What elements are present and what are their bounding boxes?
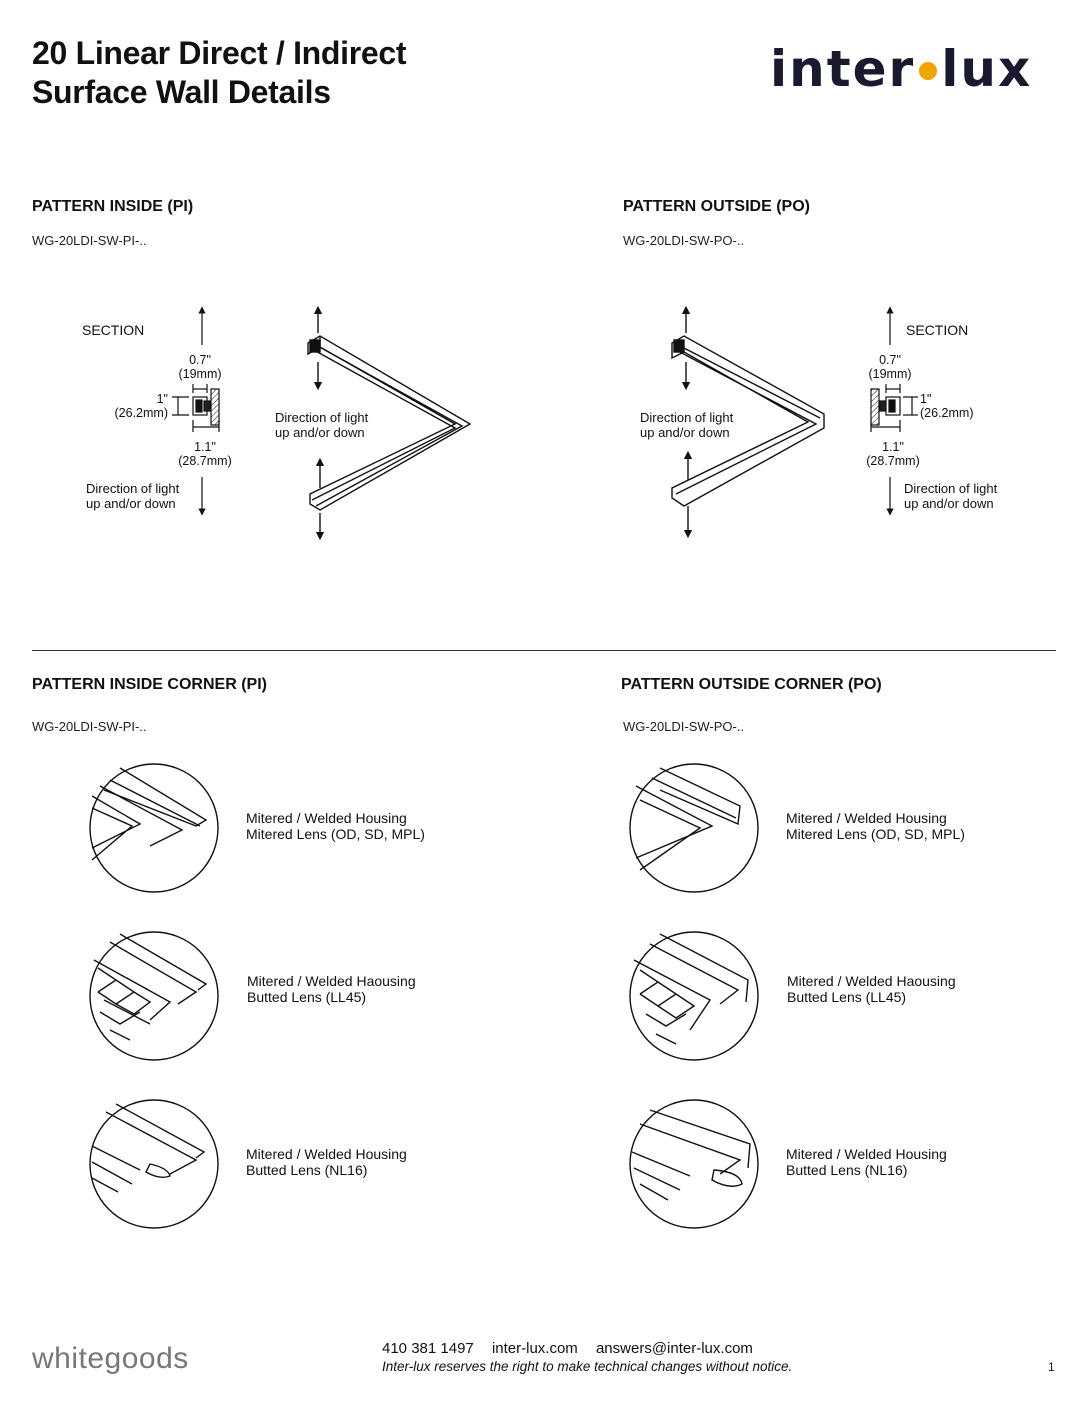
dim-width-left: 0.7" (19mm) bbox=[170, 353, 230, 381]
corner-detail-butted-lens-ll45-outside bbox=[629, 931, 759, 1061]
caption-line-1: Mitered / Welded Housing bbox=[786, 810, 947, 826]
direction-note-right-bottom: Direction of light up and/or down bbox=[904, 481, 997, 511]
direction-note-left-mid: Direction of light up and/or down bbox=[275, 410, 368, 440]
dim-width-right: 0.7" (19mm) bbox=[860, 353, 920, 381]
section-label-left: SECTION bbox=[82, 322, 145, 338]
logo-dot bbox=[919, 61, 938, 80]
dim-height-left: 1" (26.2mm) bbox=[100, 392, 168, 420]
direction-note-right-mid: Direction of light up and/or down bbox=[640, 410, 733, 440]
phone-number: 410 381 1497 bbox=[382, 1340, 474, 1357]
dim-width-mm: (19mm) bbox=[178, 367, 222, 381]
email-link[interactable]: answers@inter-lux.com bbox=[595, 1340, 753, 1357]
contact-line: 410 381 1497 inter-lux.com answers@inter… bbox=[382, 1340, 767, 1357]
caption-line-1: Mitered / Welded Housing bbox=[246, 810, 407, 826]
dim-height-mm: (26.2mm) bbox=[920, 406, 974, 420]
caption-line-2: Mitered Lens (OD, SD, MPL) bbox=[246, 826, 425, 842]
dim-height-mm: (26.2mm) bbox=[114, 406, 168, 420]
section-drawing-right bbox=[870, 306, 918, 516]
direction-line-1: Direction of light bbox=[86, 481, 180, 496]
dim-depth-in: 1.1" bbox=[194, 440, 216, 454]
inside-corner-heading: PATTERN INSIDE CORNER (PI) bbox=[32, 676, 267, 693]
caption-line-2: Butted Lens (NL16) bbox=[246, 1162, 368, 1178]
section-drawing-left bbox=[172, 306, 220, 516]
title-line-1: 20 Linear Direct / Indirect bbox=[32, 35, 407, 71]
website-link[interactable]: inter-lux.com bbox=[491, 1340, 578, 1357]
whitegoods-brand: whitegoods bbox=[32, 1342, 189, 1375]
inside-detail-2-caption: Mitered / Welded Haousing Butted Lens (L… bbox=[247, 973, 416, 1005]
page-number: 1 bbox=[1048, 1360, 1055, 1374]
dim-depth-left: 1.1" (28.7mm) bbox=[172, 440, 238, 468]
outside-corner-heading: PATTERN OUTSIDE CORNER (PO) bbox=[621, 676, 882, 693]
logo-text-left: inter bbox=[770, 40, 916, 98]
section-label-right: SECTION bbox=[906, 322, 969, 338]
corner-detail-mitered-lens-inside bbox=[89, 763, 219, 893]
dim-width-mm: (19mm) bbox=[868, 367, 912, 381]
direction-line-1: Direction of light bbox=[904, 481, 998, 496]
caption-line-1: Mitered / Welded Housing bbox=[246, 1146, 407, 1162]
dim-width-in: 0.7" bbox=[189, 353, 211, 367]
outside-corner-code: WG-20LDI-SW-PO-.. bbox=[623, 719, 745, 734]
dim-height-in: 1" bbox=[920, 392, 932, 406]
title-line-2: Surface Wall Details bbox=[32, 74, 331, 110]
dim-depth-right: 1.1" (28.7mm) bbox=[860, 440, 926, 468]
disclaimer-notice: Inter-lux reserves the right to make tec… bbox=[382, 1359, 793, 1374]
outside-detail-2-caption: Mitered / Welded Haousing Butted Lens (L… bbox=[787, 973, 956, 1005]
outside-detail-3-caption: Mitered / Welded Housing Butted Lens (NL… bbox=[786, 1146, 947, 1178]
caption-line-2: Butted Lens (LL45) bbox=[247, 989, 367, 1005]
direction-line-2: up and/or down bbox=[275, 425, 365, 440]
interlux-logo: inter lux bbox=[770, 40, 1032, 98]
pattern-outside-heading: PATTERN OUTSIDE (PO) bbox=[623, 198, 810, 215]
dim-height-in: 1" bbox=[156, 392, 168, 406]
dim-depth-mm: (28.7mm) bbox=[178, 454, 232, 468]
outside-pattern-fixture bbox=[671, 305, 825, 539]
direction-line-1: Direction of light bbox=[275, 410, 369, 425]
inside-detail-1-caption: Mitered / Welded Housing Mitered Lens (O… bbox=[246, 810, 425, 842]
inside-corner-code: WG-20LDI-SW-PI-.. bbox=[32, 719, 147, 734]
direction-line-1: Direction of light bbox=[640, 410, 734, 425]
caption-line-2: Butted Lens (LL45) bbox=[787, 989, 907, 1005]
corner-detail-butted-lens-nl16-inside bbox=[89, 1099, 219, 1229]
logo-text-right: lux bbox=[941, 40, 1033, 98]
inside-detail-3-caption: Mitered / Welded Housing Butted Lens (NL… bbox=[246, 1146, 407, 1178]
pattern-inside-code: WG-20LDI-SW-PI-.. bbox=[32, 233, 147, 248]
caption-line-1: Mitered / Welded Haousing bbox=[247, 973, 416, 989]
direction-line-2: up and/or down bbox=[904, 496, 994, 511]
pattern-inside-heading: PATTERN INSIDE (PI) bbox=[32, 198, 194, 215]
caption-line-2: Butted Lens (NL16) bbox=[786, 1162, 908, 1178]
page-title: 20 Linear Direct / Indirect Surface Wall… bbox=[32, 34, 407, 112]
dim-width-in: 0.7" bbox=[879, 353, 901, 367]
caption-line-1: Mitered / Welded Haousing bbox=[787, 973, 956, 989]
dim-depth-mm: (28.7mm) bbox=[866, 454, 920, 468]
dim-height-right: 1" (26.2mm) bbox=[920, 392, 990, 420]
corner-detail-butted-lens-nl16-outside bbox=[629, 1099, 759, 1229]
section-divider bbox=[32, 650, 1056, 651]
direction-line-2: up and/or down bbox=[640, 425, 730, 440]
caption-line-1: Mitered / Welded Housing bbox=[786, 1146, 947, 1162]
inside-pattern-fixture bbox=[307, 305, 472, 541]
caption-line-2: Mitered Lens (OD, SD, MPL) bbox=[786, 826, 965, 842]
direction-line-2: up and/or down bbox=[86, 496, 176, 511]
direction-note-left-bottom: Direction of light up and/or down bbox=[86, 481, 179, 511]
pattern-outside-code: WG-20LDI-SW-PO-.. bbox=[623, 233, 745, 248]
outside-detail-1-caption: Mitered / Welded Housing Mitered Lens (O… bbox=[786, 810, 965, 842]
dim-depth-in: 1.1" bbox=[882, 440, 904, 454]
corner-detail-butted-lens-ll45-inside bbox=[89, 931, 219, 1061]
corner-detail-mitered-lens-outside bbox=[629, 763, 759, 893]
